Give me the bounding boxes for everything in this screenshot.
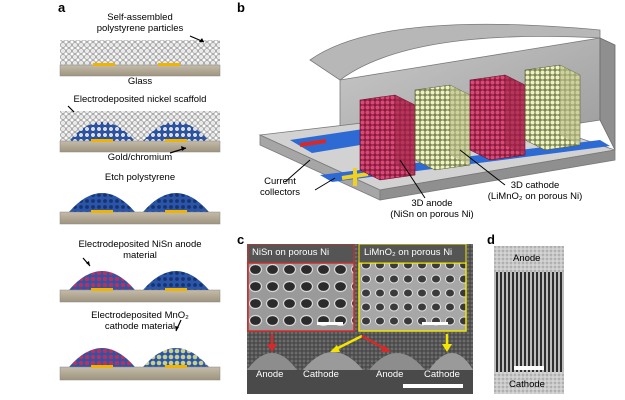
etched-scaffold-left (69, 193, 135, 212)
panel-c-label: c (237, 232, 245, 247)
panel-d-sem-crosssection (494, 246, 564, 394)
nisn-anode-coated (69, 271, 135, 290)
mno2-cathode-coated (143, 348, 209, 367)
inset-nisn (247, 262, 355, 332)
etched-scaffold-right (143, 193, 209, 212)
inset-limno2 (358, 262, 467, 332)
c-label-anode-1: Anode (256, 369, 284, 380)
panel-b-battery-schematic (258, 23, 616, 201)
inset-right-title: LiMnO₂ on porous Ni (364, 247, 453, 258)
glass-label: Glass (127, 76, 153, 87)
anode-3d-label: 3D anode (NiSn on porous Ni) (390, 198, 474, 220)
inset-left-title: NiSn on porous Ni (252, 247, 330, 258)
c-label-anode-2: Anode (376, 369, 404, 380)
d-cathode-label: Cathode (509, 379, 545, 390)
panel-a-process-diagram (59, 35, 221, 381)
panel-d-label: d (487, 232, 495, 247)
gold-chromium-label: Gold/chromium (107, 152, 173, 163)
nickel-scaffold-left (69, 122, 135, 141)
panel-c-sem-image (247, 244, 473, 394)
step-mno2-caption: Electrodeposited MnO₂ cathode material (91, 310, 189, 332)
current-collectors-label: Current collectors (259, 176, 301, 198)
polystyrene-particles (60, 40, 220, 66)
panel-a-label: a (58, 0, 66, 15)
step-polystyrene-caption: Self-assembled polystyrene particles (96, 12, 184, 34)
step-nisn-caption: Electrodeposited NiSn anode material (78, 239, 202, 261)
c-label-cathode-2: Cathode (424, 369, 460, 380)
cathode-3d-label: 3D cathode (LiMnO₂ on porous Ni) (487, 180, 583, 202)
nickel-scaffold-right (143, 122, 209, 141)
glass-substrate (59, 64, 221, 77)
enclosure-lid (309, 23, 601, 81)
c-label-cathode-1: Cathode (303, 369, 339, 380)
anode-final (69, 348, 135, 367)
step-etch-caption: Etch polystyrene (104, 172, 176, 183)
anode-region (494, 246, 564, 272)
cathode-region (494, 372, 564, 394)
d-anode-label: Anode (513, 253, 541, 264)
step-nickel-caption: Electrodeposited nickel scaffold (73, 94, 207, 105)
panel-b-label: b (237, 0, 245, 15)
